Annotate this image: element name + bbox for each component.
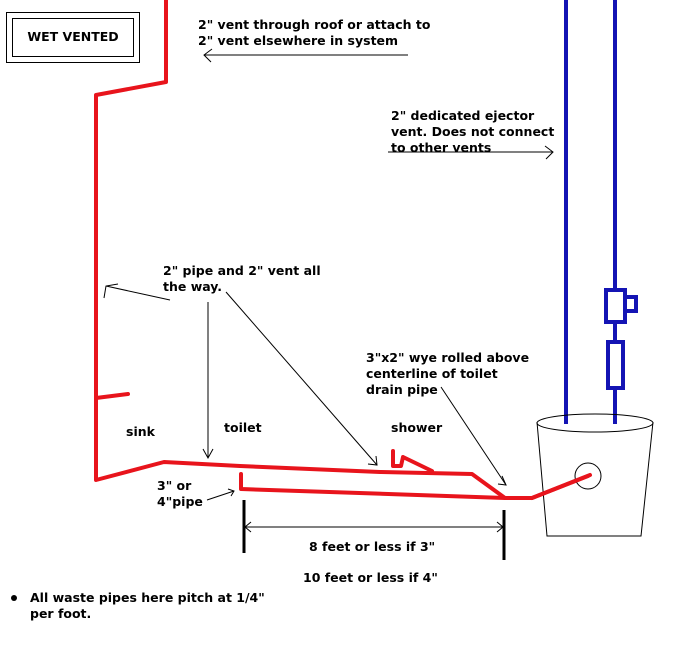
pitch-note-line-1: All waste pipes here pitch at 1/4" xyxy=(30,590,265,605)
bullet-icon xyxy=(11,595,17,601)
vent-roof-label-2: 2" vent elsewhere in system xyxy=(198,33,398,48)
ejector-basin xyxy=(536,413,654,537)
pipe-vent-label-1: 2" pipe and 2" vent all xyxy=(163,263,321,278)
sink-label: sink xyxy=(126,424,156,439)
wye-label-3: drain pipe xyxy=(366,382,438,397)
basin-inlet-pipe xyxy=(530,473,592,500)
shower-label: shower xyxy=(391,420,443,435)
shower-trap xyxy=(391,449,434,473)
pipe-size-label-1: 3" or xyxy=(157,478,192,493)
wye-label-1: 3"x2" wye rolled above xyxy=(366,350,529,365)
toilet-drain xyxy=(239,472,507,500)
waste-pipe-system xyxy=(94,0,590,500)
ejector-vent-system xyxy=(564,0,638,424)
wye-label-2: centerline of toilet xyxy=(366,366,498,381)
pitch-note-line-2: per foot. xyxy=(30,606,91,621)
annotation-arrows xyxy=(103,48,554,501)
dimension-4in-label: 10 feet or less if 4" xyxy=(303,570,438,585)
check-valve-tab xyxy=(623,295,638,313)
gate-valve xyxy=(606,340,625,390)
title-box: WET VENTED xyxy=(6,12,140,63)
ejector-label-2: vent. Does not connect xyxy=(391,124,554,139)
vent-stack xyxy=(94,0,590,500)
sink-branch xyxy=(94,392,130,400)
pipe-vent-label-2: the way. xyxy=(163,279,222,294)
ejector-label-1: 2" dedicated ejector xyxy=(391,108,535,123)
check-valve xyxy=(604,288,627,324)
pipe-size-label-2: 4"pipe xyxy=(157,494,203,509)
title-label: WET VENTED xyxy=(27,29,118,44)
dimension-8ft xyxy=(242,500,506,560)
dimension-3in-label: 8 feet or less if 3" xyxy=(309,539,435,554)
basin-inlet xyxy=(574,462,602,490)
vent-roof-label-1: 2" vent through roof or attach to xyxy=(198,17,431,32)
ejector-label-3: to other vents xyxy=(391,140,491,155)
toilet-label: toilet xyxy=(224,420,262,435)
